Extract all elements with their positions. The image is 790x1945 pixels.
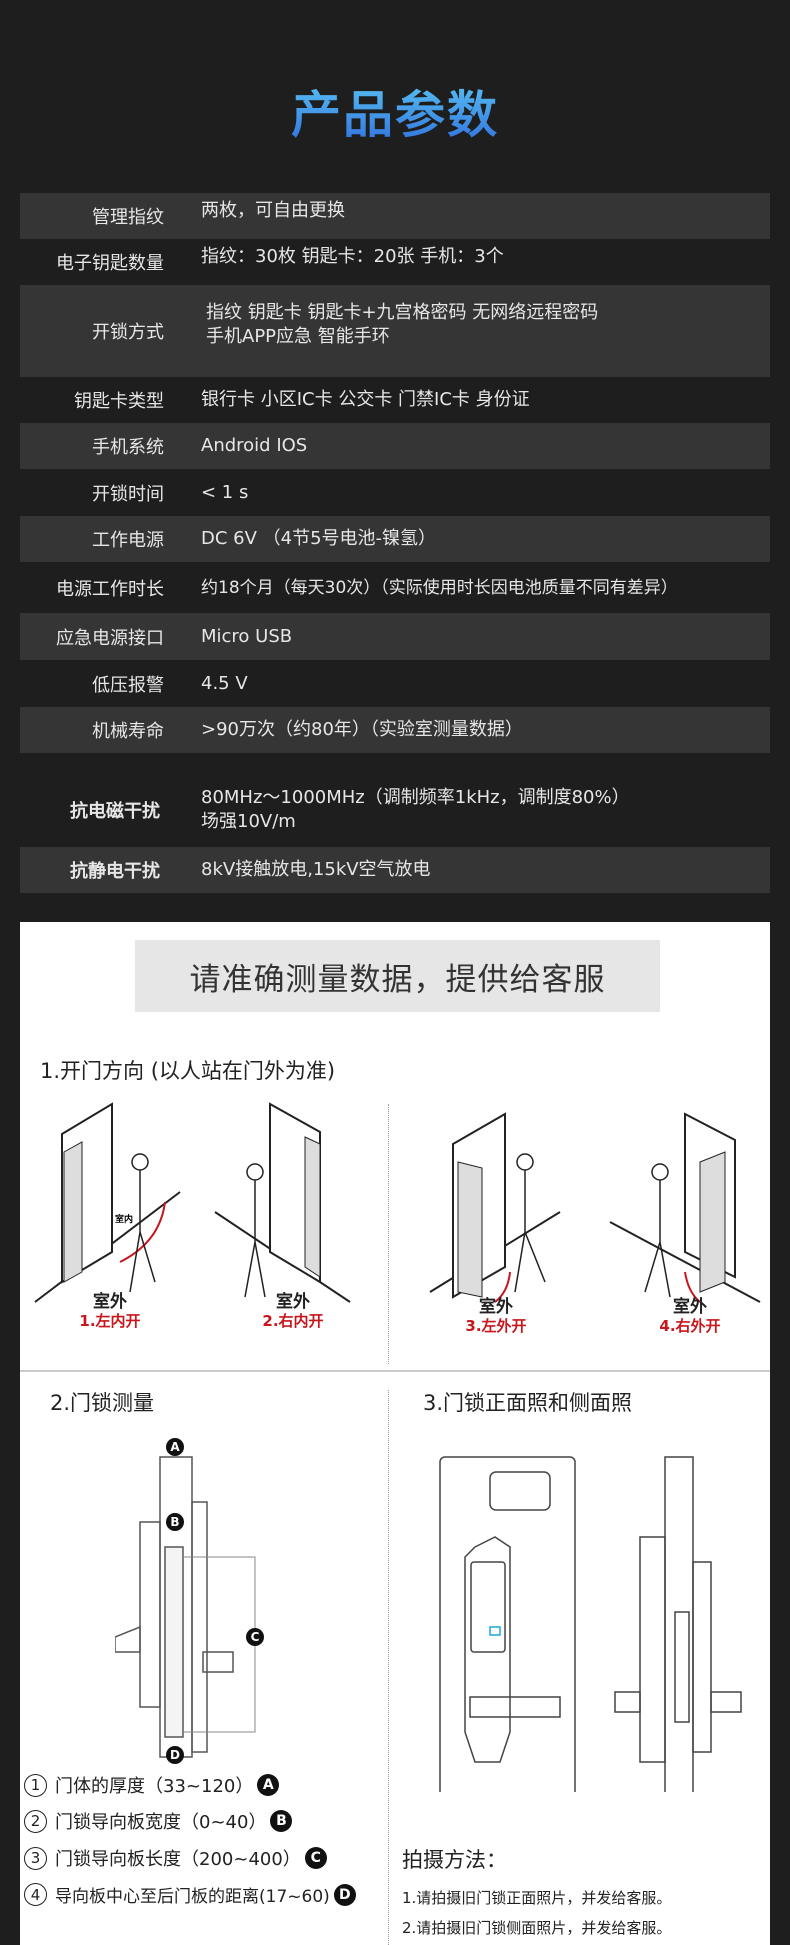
spec-row: 工作电源 DC 6V （4节5号电池-镍氢） [20,516,770,562]
measurement-panel: 请准确测量数据，提供给客服 1.开门方向 (以人站在门外为准) 室外 1.左内开… [20,922,770,1945]
photo-method-title: 拍摄方法： [402,1848,507,1872]
measurement-banner: 请准确测量数据，提供给客服 [135,940,660,1012]
section-divider [20,1370,770,1372]
spec-key: 手机系统 [92,437,164,458]
marker-c: C [251,1630,260,1644]
outdoor-label: 室外 [479,1297,513,1317]
outdoor-label: 室外 [276,1292,310,1312]
divider [388,1104,389,1364]
spec-key: 工作电源 [92,530,164,551]
door-type-label: 4.右外开 [659,1317,721,1335]
spec-table: 管理指纹两枚，可自由更换 电子钥匙数量指纹：30枚 钥匙卡：20张 手机：3个 … [20,193,770,893]
spec-row: 开锁时间 < 1 s [20,469,770,516]
spec-value: 两枚，可自由更换 [201,200,345,221]
lock-measurement-heading: 2.门锁测量 [50,1391,155,1415]
spec-value: Micro USB [201,625,293,647]
spec-row: 应急电源接口 Micro USB [20,613,770,660]
lock-photo-diagram [439,1456,742,1792]
spec-value: 80MHz～1000MHz（调制频率1kHz，调制度80%） [201,787,630,808]
spec-row: 电源工作时长 约18个月（每天30次）（实际使用时长因电池质量不同有差异） [20,562,770,613]
photo-step: 1.请拍摄旧门锁正面照片，并发给客服。 [402,1889,672,1907]
spec-value-line2: 手机APP应急 智能手环 [206,326,390,347]
door-illustrations [34,1102,761,1303]
spec-row: 机械寿命 >90万次（约80年）（实验室测量数据） [20,707,770,753]
spec-value: 指纹 钥匙卡 钥匙卡+九宫格密码 无网络远程密码 [206,302,599,323]
spec-key: 钥匙卡类型 [74,391,164,412]
spec-value: 指纹：30枚 钥匙卡：20张 手机：3个 [201,246,504,267]
spec-value: >90万次（约80年）（实验室测量数据） [201,719,523,740]
spec-key: 开锁时间 [92,483,164,505]
divider [388,1390,389,1945]
spec-value: 银行卡 小区IC卡 公交卡 门禁IC卡 身份证 [201,389,530,410]
spec-row: 低压报警 4.5 V [20,660,770,707]
marker-b: B [170,1515,179,1529]
spec-value: 4.5 V [201,672,248,694]
spec-value: 8kV接触放电,15kV空气放电 [201,859,431,880]
spec-key: 管理指纹 [92,207,164,228]
outdoor-label: 室外 [673,1297,707,1317]
photo-step: 2.请拍摄旧门锁侧面照片，并发给客服。 [402,1919,672,1937]
door-type-label: 1.左内开 [79,1312,141,1330]
spec-key: 电源工作时长 [56,578,164,600]
door-type-label: 3.左外开 [465,1317,527,1335]
lock-side-diagram: A B C D [115,1438,264,1764]
marker-a: A [170,1440,180,1454]
spec-row: 开锁方式 指纹 钥匙卡 钥匙卡+九宫格密码 无网络远程密码手机APP应急 智能手环 [20,285,770,377]
spec-key: 开锁方式 [92,322,164,343]
spec-row: 抗电磁干扰 80MHz～1000MHz（调制频率1kHz，调制度80%） 场强10V… [20,753,770,847]
outdoor-label: 室外 [93,1292,127,1312]
door-direction-heading: 1.开门方向 (以人站在门外为准) [40,1059,336,1083]
spec-row: 手机系统 Android IOS [20,423,770,469]
spec-key: 抗电磁干扰 [70,801,160,822]
spec-value-line2: 场强10V/m [201,811,296,832]
spec-key: 机械寿命 [92,721,164,742]
door-type-label: 2.右内开 [262,1312,324,1330]
spec-key: 电子钥匙数量 [56,253,164,274]
spec-value: DC 6V （4节5号电池-镍氢） [201,528,437,549]
spec-key: 低压报警 [92,674,164,696]
spec-value: < 1 s [201,481,249,503]
spec-row: 管理指纹 两枚，可自由更换 [20,193,770,239]
indoor-label: 室内 [115,1215,134,1225]
page-title: 产品参数 [0,75,790,147]
marker-d: D [170,1748,180,1762]
spec-row: 抗静电干扰 8kV接触放电,15kV空气放电 [20,847,770,893]
spec-value: Android IOS [201,435,308,456]
lock-photo-heading: 3.门锁正面照和侧面照 [423,1391,633,1415]
spec-row: 电子钥匙数量 指纹：30枚 钥匙卡：20张 手机：3个 [20,239,770,285]
spec-key: 抗静电干扰 [70,861,160,882]
spec-row: 钥匙卡类型 银行卡 小区IC卡 公交卡 门禁IC卡 身份证 [20,377,770,423]
spec-value: 约18个月（每天30次）（实际使用时长因电池质量不同有差异） [201,577,678,598]
spec-key: 应急电源接口 [56,627,164,649]
